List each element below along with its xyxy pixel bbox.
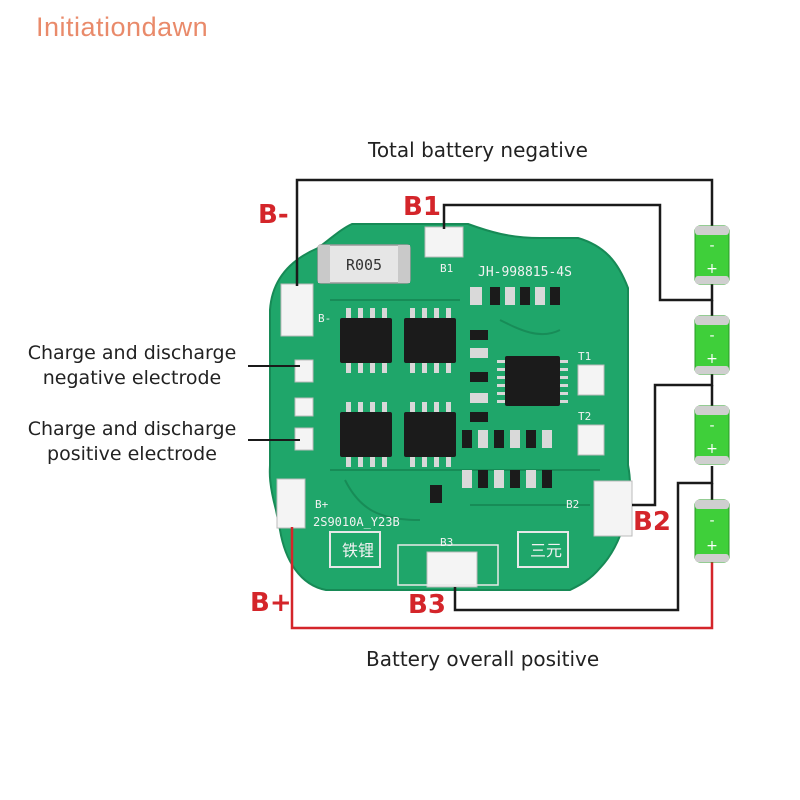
silk-b1: B1 [440, 262, 453, 275]
silk-box-left-text: 铁锂 [342, 541, 374, 560]
battery-cell-4: - + [694, 499, 730, 563]
wire-b1 [442, 203, 714, 302]
wire-b-plus [290, 527, 714, 630]
silk-t1: T1 [578, 350, 591, 363]
pad-b-plus [276, 478, 306, 529]
svg-text:+: + [706, 351, 718, 367]
pad-t1 [577, 364, 605, 396]
silk-code: 2S9010A_Y23B [313, 515, 400, 529]
pad-b1 [424, 226, 464, 258]
wire-b3 [453, 466, 714, 612]
silk-t2: T2 [578, 410, 591, 423]
pad-b3 [426, 551, 478, 588]
label-charge-positive-line1: Charge and discharge [27, 418, 237, 440]
smd-components [430, 287, 560, 503]
label-charge-negative-line1: Charge and discharge [27, 342, 237, 364]
brand-name: Initiationdawn [36, 12, 209, 42]
label-charge-positive: Charge and discharge positive electrode [16, 417, 248, 467]
label-charge-positive-line2: positive electrode [47, 443, 217, 465]
tag-b2: B2 [633, 507, 671, 537]
pad-t2 [577, 424, 605, 456]
svg-text:+: + [706, 441, 718, 457]
caption-total-battery-negative: Total battery negative [368, 138, 588, 162]
pad-mid [294, 397, 314, 417]
tag-b1: B1 [403, 192, 441, 222]
svg-text:-: - [709, 328, 714, 344]
battery-cell-1: - + [694, 225, 730, 285]
svg-text:+: + [706, 261, 718, 277]
wire-b2 [632, 370, 714, 507]
label-charge-negative-line2: negative electrode [42, 367, 222, 389]
svg-text:+: + [706, 538, 718, 554]
silk-box-right-text: 三元 [530, 541, 562, 560]
pad-b2 [593, 480, 633, 537]
silk-b-plus: B+ [315, 498, 329, 511]
mosfet-chips [340, 318, 456, 457]
pad-p-minus [294, 359, 314, 383]
label-charge-negative: Charge and discharge negative electrode [16, 341, 248, 391]
tag-b3: B3 [408, 590, 446, 620]
pad-b-minus [280, 283, 314, 337]
controller-ic [505, 356, 560, 406]
resistor-label: R005 [346, 256, 382, 274]
silk-b-minus: B- [318, 312, 331, 325]
silk-b3: B3 [440, 536, 453, 549]
battery-cell-2: - + [694, 315, 730, 375]
silk-box-right [517, 531, 569, 568]
caption-battery-overall-positive: Battery overall positive [366, 647, 600, 671]
tag-b-plus: B+ [250, 588, 292, 618]
black-wires [295, 178, 714, 612]
silk-box-left [329, 531, 381, 568]
svg-text:-: - [709, 238, 714, 254]
silk-b2: B2 [566, 498, 579, 511]
silk-model: JH-998815-4S [478, 265, 572, 280]
battery-cell-3: - + [694, 405, 730, 465]
tag-b-minus: B- [258, 200, 289, 230]
svg-text:-: - [709, 513, 714, 529]
svg-text:-: - [709, 418, 714, 434]
wire-b-minus [295, 178, 714, 286]
